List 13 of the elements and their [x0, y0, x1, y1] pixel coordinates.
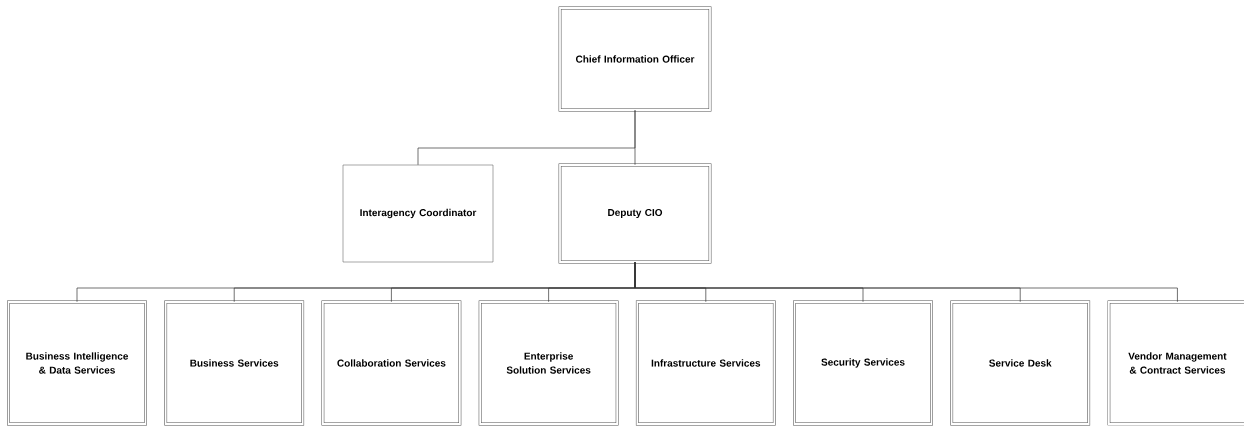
org-box: Infrastructure Services	[635, 300, 776, 426]
org-box: Interagency Coordinator	[342, 164, 494, 263]
org-box: Security Services	[793, 300, 933, 426]
org-box: Vendor Management & Contract Services	[1107, 300, 1244, 426]
org-box: Chief Information Officer	[558, 6, 712, 112]
org-box: Business Services	[164, 300, 305, 426]
org-box: Deputy CIO	[558, 163, 712, 264]
org-box: Collaboration Services	[321, 300, 462, 426]
org-box: Enterprise Solution Services	[478, 300, 619, 426]
connector-line	[634, 261, 1178, 303]
org-box: Business Intelligence & Data Services	[7, 300, 147, 426]
connector-line	[634, 109, 636, 166]
org-box: Service Desk	[950, 300, 1091, 426]
